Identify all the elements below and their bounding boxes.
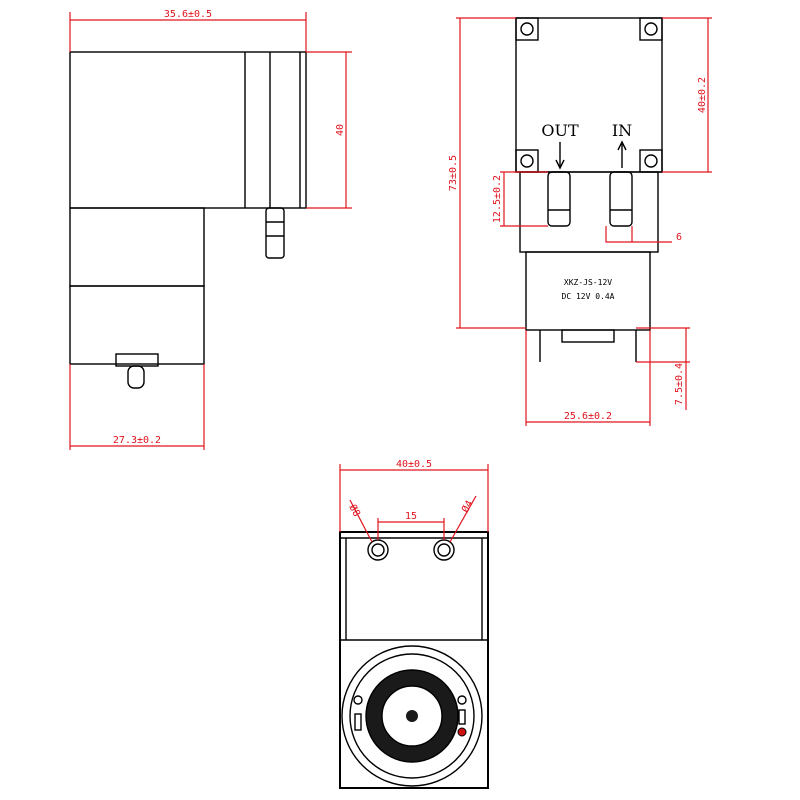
port-opening bbox=[437, 543, 451, 557]
dim-motor-width: 25.6±0.2 bbox=[564, 411, 612, 422]
port-opening bbox=[371, 543, 385, 557]
dim-side-height: 40 bbox=[335, 124, 346, 136]
motor-shaft bbox=[406, 710, 418, 722]
screw-corner bbox=[515, 17, 539, 41]
dim-port-diameter: 6 bbox=[676, 232, 682, 243]
out-port-nozzle bbox=[547, 171, 571, 227]
port-outer-ring bbox=[367, 539, 389, 561]
label-out: OUT bbox=[541, 121, 579, 140]
screw-corner bbox=[639, 149, 663, 173]
dim-top-height: 40±0.2 bbox=[697, 77, 708, 113]
motor-outer-ring bbox=[341, 645, 483, 787]
port-block bbox=[519, 171, 659, 253]
front-view: OUT IN XKZ-JS-12V DC 12V 0.4A 73±0.5 40±… bbox=[448, 17, 712, 426]
dim-port-spacing: 15 bbox=[405, 511, 417, 522]
terminal-tab bbox=[354, 713, 362, 731]
in-port-nozzle bbox=[609, 171, 633, 227]
screw-icon bbox=[644, 22, 658, 36]
dim-terminal: 7.5±0.4 bbox=[674, 363, 685, 405]
motor-inner-ring bbox=[349, 653, 475, 779]
dim-port-height: 12.5±0.2 bbox=[492, 175, 503, 223]
dim-side-length: 35.6±0.5 bbox=[164, 9, 212, 20]
terminal-pin bbox=[127, 365, 145, 389]
dim-side-width: 27.3±0.2 bbox=[113, 435, 161, 446]
leader-line bbox=[449, 495, 477, 543]
dim-port-left: Ø8 bbox=[347, 502, 363, 518]
motor-end-cap bbox=[69, 285, 205, 365]
motor-marking: XKZ-JS-12V bbox=[564, 278, 612, 287]
side-view: 35.6±0.5 40 27.3±0.2 bbox=[69, 9, 352, 450]
motor-marking: DC 12V 0.4A bbox=[562, 292, 615, 301]
side-nozzle bbox=[265, 207, 285, 259]
dim-total-height: 73±0.5 bbox=[448, 155, 459, 191]
motor-shaft-cap bbox=[561, 329, 615, 343]
screw-icon bbox=[520, 22, 534, 36]
red-terminal-dot bbox=[457, 727, 467, 737]
top-body bbox=[339, 531, 489, 789]
terminal-hole bbox=[457, 695, 467, 705]
terminal-tab bbox=[458, 709, 466, 725]
motor-body bbox=[525, 251, 651, 331]
pump-head bbox=[515, 17, 663, 173]
motor-housing bbox=[69, 207, 205, 287]
terminal-hole bbox=[353, 695, 363, 705]
arrow-down-icon bbox=[555, 159, 565, 170]
screw-icon bbox=[644, 154, 658, 168]
top-view: 40±0.5 15 Ø8 Ø4 bbox=[339, 459, 489, 789]
leader-line bbox=[605, 226, 672, 243]
dim-port-right: Ø4 bbox=[459, 498, 475, 514]
screw-icon bbox=[520, 154, 534, 168]
arrow-up-icon bbox=[617, 140, 627, 151]
screw-corner bbox=[639, 17, 663, 41]
screw-corner bbox=[515, 149, 539, 173]
port-outer-ring bbox=[433, 539, 455, 561]
dim-top-width: 40±0.5 bbox=[396, 459, 432, 470]
leader-line bbox=[349, 499, 373, 543]
label-in: IN bbox=[612, 121, 632, 140]
